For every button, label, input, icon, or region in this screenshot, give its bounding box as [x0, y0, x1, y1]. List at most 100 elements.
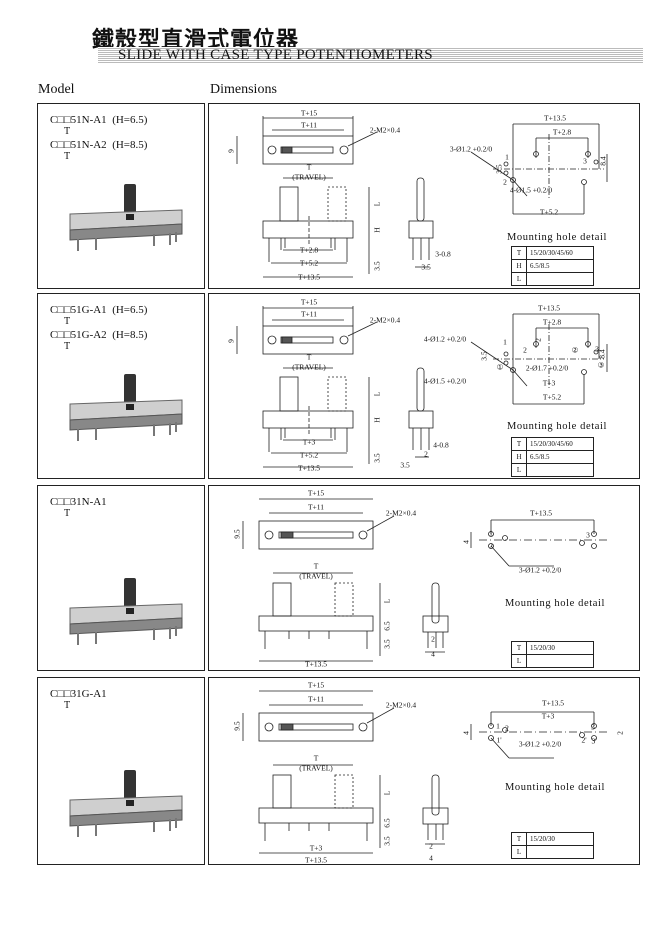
spec-value [526, 272, 594, 286]
dim-label-hole3: 2-Ø1.7 +0.2/0 [525, 363, 569, 373]
dim-label-m135: T+13.5 [544, 113, 566, 123]
model-code-line: C□□51G-A1 (H=6.5) [50, 304, 147, 316]
dim-label-pa: T+3 [309, 843, 323, 853]
dim-label-e35: 3.5 [421, 262, 431, 272]
dim-label-n3: 3 [583, 156, 587, 166]
dim-label-m3: T+3 [542, 378, 556, 388]
dim-label-pc: T+13.5 [305, 855, 327, 865]
model-code-line: C□□51N-A1 (H=6.5) [50, 114, 147, 126]
dim-label-m135: T+13.5 [542, 698, 564, 708]
mounting-hole-title: Mounting hole detail [504, 598, 606, 609]
dim-label-m84: 8.4 [598, 156, 608, 166]
spec-key: L [511, 654, 527, 668]
spec-key: T [511, 437, 527, 451]
dim-label-m3: T+3 [541, 711, 555, 721]
model-code: C□□51N-A2 [50, 139, 107, 151]
spec-key: L [511, 272, 527, 286]
model-height: (H=6.5) [112, 114, 148, 126]
dim-label-n1: 1 [503, 337, 507, 347]
mounting-hole-title: Mounting hole detail [504, 782, 606, 793]
dim-label-n3: 3 [591, 722, 595, 732]
dim-label-n2: 2 [503, 177, 507, 187]
column-header-model: Model [38, 82, 75, 97]
spec-value: 6.5/8.5 [526, 259, 594, 273]
dim-label-hole1: 3-Ø1.2 +0.2/0 [449, 144, 493, 154]
dim-label-t15: T+15 [300, 297, 318, 307]
dim-label-travel_t: T [313, 561, 319, 571]
model-suffix: T [64, 508, 71, 519]
model-code-line: C□□31G-A1 [50, 688, 112, 700]
dim-label-n2: 2 [505, 723, 509, 733]
dim-label-screw: 2-M2×0.4 [369, 315, 401, 325]
dim-label-screw: 2-M2×0.4 [385, 700, 417, 710]
dim-label-e4: 4 [429, 853, 433, 863]
spec-key: H [511, 450, 527, 464]
dim-label-w: 9 [226, 339, 236, 343]
spec-row: L [511, 845, 594, 859]
dim-label-m135: T+13.5 [538, 303, 560, 313]
dim-label-n2: 2 [489, 541, 493, 551]
dim-label-screw: 2-M2×0.4 [369, 125, 401, 135]
model-code-line: C□□51G-A2 (H=8.5) [50, 329, 147, 341]
dim-label-m28: T+2.8 [552, 127, 572, 137]
dim-label-travel: (TRAVEL) [292, 172, 326, 182]
dim-label-p35: 3.5 [372, 453, 382, 463]
model-height: (H=8.5) [112, 329, 148, 341]
dim-label-e2: 2 [431, 634, 435, 644]
dim-label-e2: 2 [424, 449, 428, 459]
dim-label-t11: T+11 [300, 309, 318, 319]
dim-label-hole2: 4-Ø1.5 +0.2/0 [423, 376, 467, 386]
dim-label-n2: 2 [523, 345, 527, 355]
dim-label-travel: (TRAVEL) [299, 571, 333, 581]
dim-label-n1: 1 [505, 152, 509, 162]
product-photo [69, 374, 183, 441]
dim-label-pb: T+5.2 [299, 450, 319, 460]
dim-label-hole1: 4-Ø1.2 +0.2/0 [423, 334, 467, 344]
dim-label-w: 9.5 [232, 721, 242, 731]
model-code: C□□31N-A1 [50, 496, 107, 508]
spec-value [526, 845, 594, 859]
title-english: SLIDE WITH CASE TYPE POTENTIOMETERS [118, 47, 433, 63]
dim-label-t11: T+11 [300, 120, 318, 130]
dim-label-m52: T+5.2 [542, 392, 562, 402]
spec-key: T [511, 832, 527, 846]
dim-label-n1: 1 [489, 528, 493, 538]
dim-label-n1: 1 [496, 721, 500, 731]
model-height: (H=6.5) [112, 304, 148, 316]
dim-label-m2: 2 [615, 731, 625, 735]
dim-label-L: L [372, 391, 382, 397]
model-code-line: C□□51N-A2 (H=8.5) [50, 139, 147, 151]
dim-label-L: L [372, 201, 382, 207]
dim-label-pb: T+5.2 [299, 258, 319, 268]
dim-label-hole1: 3-Ø1.2 +0.2/0 [518, 739, 562, 749]
model-code: C□□51G-A1 [50, 304, 107, 316]
dim-label-n3: 3 [586, 530, 590, 540]
dim-label-m35: 3.5 [479, 351, 489, 361]
dim-label-screw: 2-M2×0.4 [385, 508, 417, 518]
spec-value [526, 463, 594, 477]
dim-label-t15: T+15 [300, 108, 318, 118]
dimension-drawing [242, 690, 609, 854]
product-photo [69, 184, 183, 251]
dim-label-m4: 4 [461, 731, 471, 735]
dimension-drawing [242, 498, 609, 662]
dim-label-m4: 4 [461, 540, 471, 544]
dim-label-pa: T+2.8 [299, 245, 319, 255]
dim-label-m2: 2 [533, 338, 543, 342]
spec-row: L [511, 272, 594, 286]
dim-label-w: 9.5 [232, 529, 242, 539]
spec-key: T [511, 641, 527, 655]
dim-label-n3: 3 [595, 344, 599, 354]
dim-label-h65: 6.5 [382, 818, 392, 828]
model-code-line: C□□31N-A1 [50, 496, 112, 508]
